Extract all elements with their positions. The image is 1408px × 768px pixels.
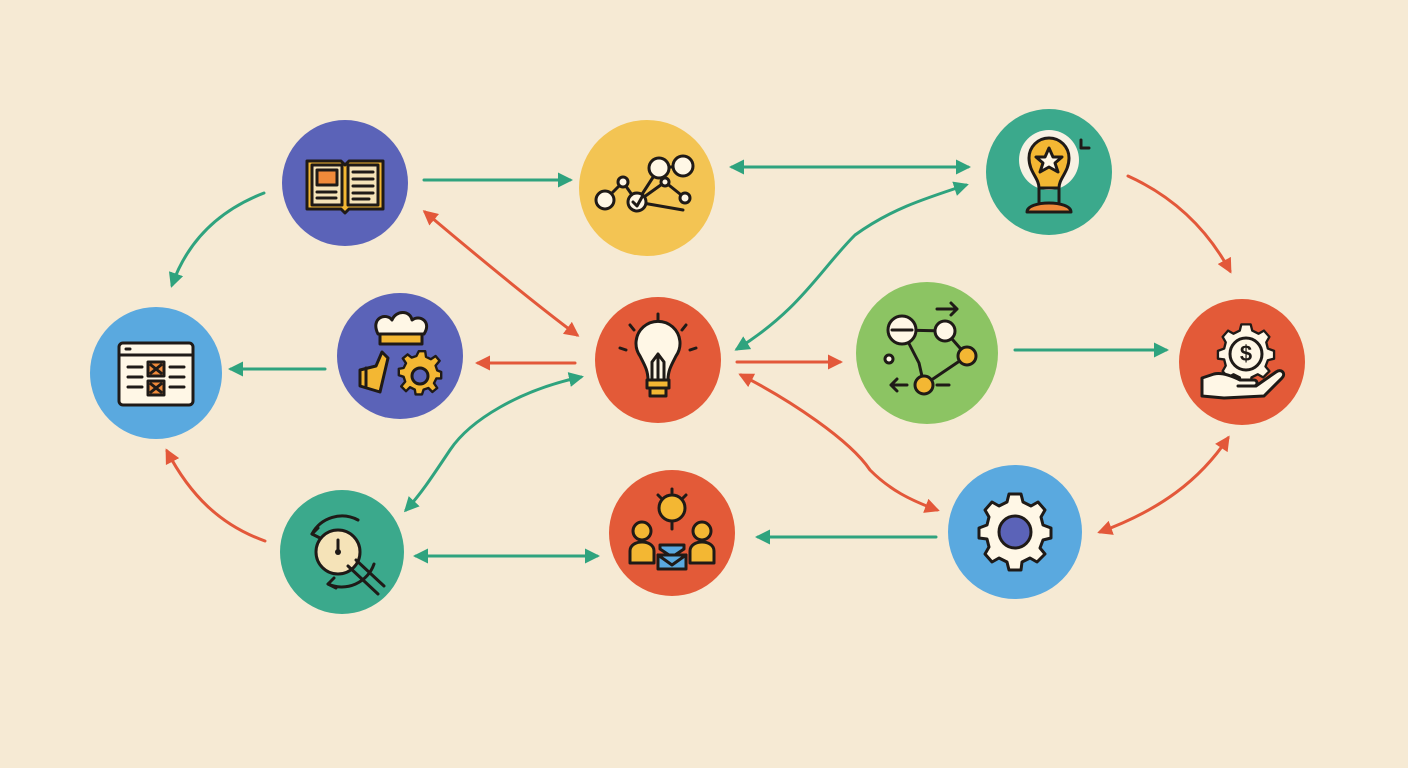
arrow-lightbulb-to-timer — [403, 372, 584, 513]
svg-text:$: $ — [1240, 341, 1252, 366]
node-network-icon — [594, 154, 695, 213]
node-flow — [856, 282, 998, 424]
arrow-star-bulb-to-money — [1126, 174, 1232, 274]
star-lightbulb-icon — [1019, 130, 1091, 214]
arrow-book-to-layout — [168, 191, 266, 288]
node-lightbulb — [595, 297, 721, 423]
gear-icon — [977, 492, 1053, 572]
node-team — [609, 470, 735, 596]
node-network — [579, 120, 715, 256]
money-hand-icon: $ — [1200, 323, 1286, 400]
node-book — [282, 120, 408, 246]
arrow-lightbulb-to-gear — [738, 373, 940, 513]
timer-cycle-icon — [310, 514, 386, 596]
flow-path-icon — [883, 301, 978, 396]
layout-window-icon — [117, 341, 195, 407]
arrow-money-to-gear — [1097, 435, 1230, 535]
node-layout — [90, 307, 222, 439]
nodes-layer: $ — [90, 109, 1305, 614]
node-star-bulb — [986, 109, 1112, 235]
node-money: $ — [1179, 299, 1305, 425]
arrow-timer-to-layout — [165, 448, 267, 543]
team-idea-icon — [628, 487, 716, 571]
arrows-layer — [165, 159, 1232, 564]
node-timer — [280, 490, 404, 614]
lightbulb-icon — [618, 312, 698, 398]
node-chef-gear — [337, 293, 463, 419]
node-gear — [948, 465, 1082, 599]
open-book-icon — [305, 159, 385, 215]
arrow-book-to-lightbulb — [422, 210, 580, 337]
chef-hat-gear-icon — [358, 311, 443, 396]
arrow-lightbulb-to-star-bulb — [734, 181, 969, 351]
